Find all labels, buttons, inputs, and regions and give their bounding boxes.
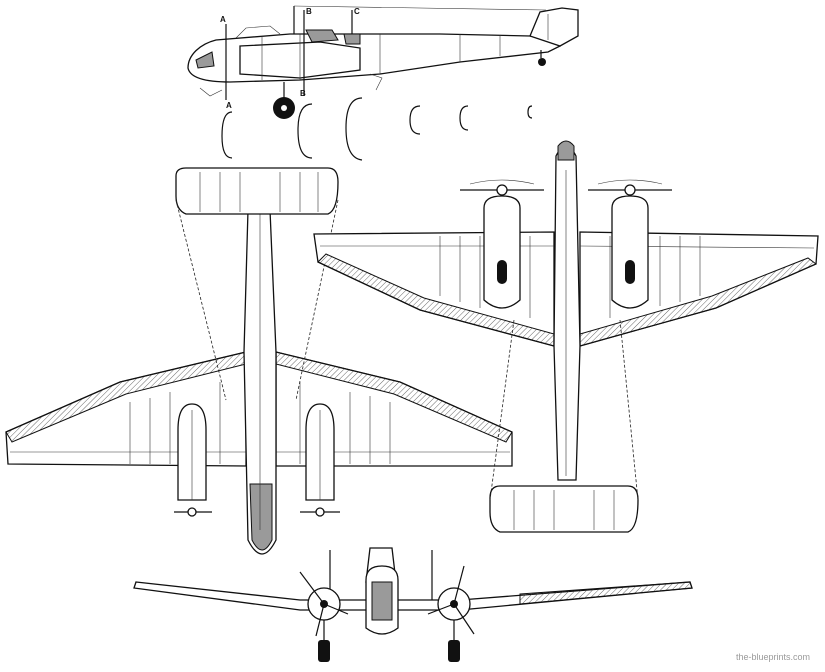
section-label-c-top: C	[354, 7, 360, 16]
top-engine-port	[483, 195, 521, 309]
front-view	[133, 547, 693, 662]
section-label-b-bottom: B	[300, 89, 306, 98]
section-label-a-top: A	[220, 15, 226, 24]
section-label-b-top: B	[306, 7, 312, 16]
nose-glazing	[195, 51, 215, 69]
top-fuselage	[553, 145, 581, 481]
section-label-a-bottom: A	[226, 101, 232, 110]
side-view: A B C A B	[187, 5, 579, 119]
side-tail-fin	[529, 7, 579, 47]
top-view	[313, 140, 819, 533]
watermark-text: the-blueprints.com	[736, 652, 810, 662]
fuselage-cross-sections	[221, 97, 533, 161]
bottom-view	[5, 167, 513, 555]
bottom-tailplane	[175, 167, 339, 215]
top-tailplane	[489, 485, 639, 533]
top-engine-starboard	[611, 195, 649, 309]
